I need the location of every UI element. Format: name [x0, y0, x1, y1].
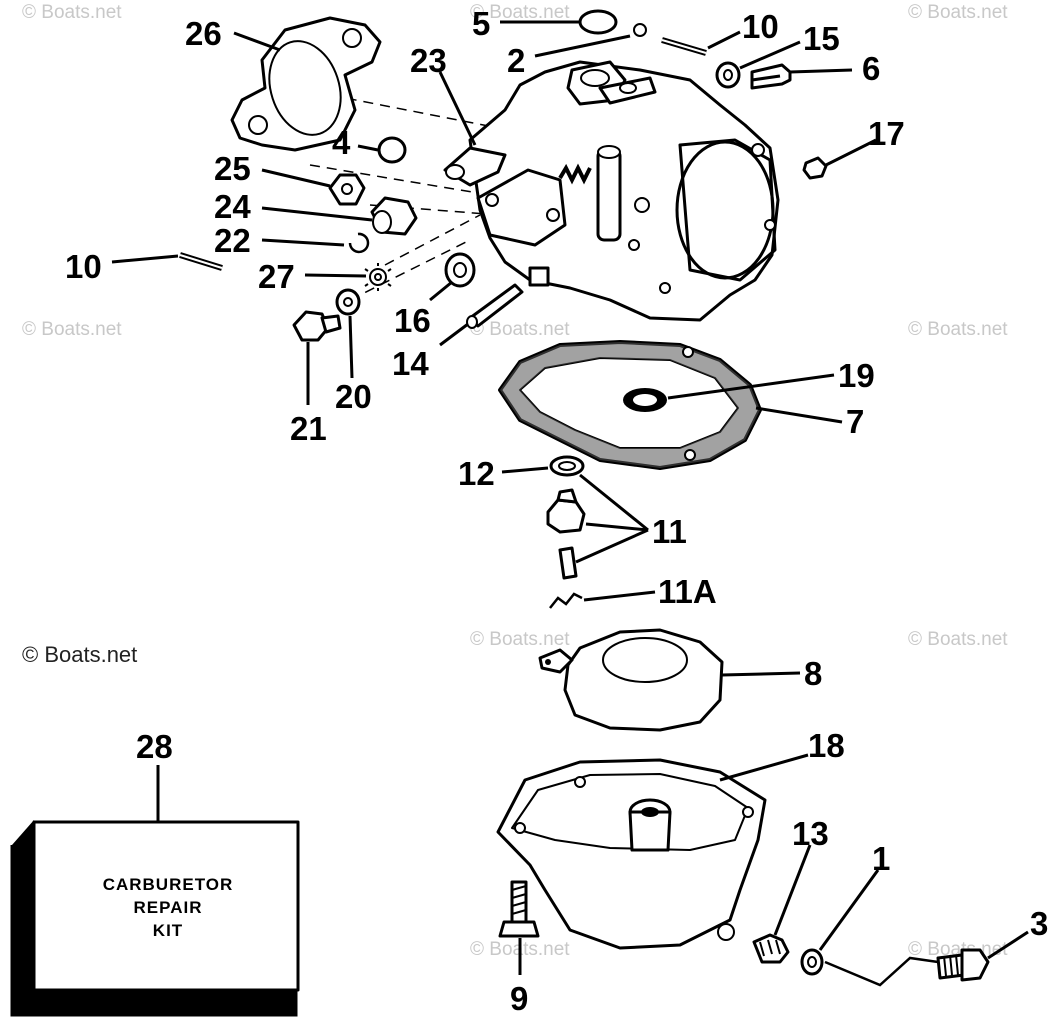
watermark: © Boats.net [22, 2, 122, 23]
part-25-nut [328, 173, 366, 206]
part-13-screw [752, 933, 790, 964]
part-11-needle-seat [546, 488, 586, 580]
part-2-ball [633, 23, 647, 37]
callout-11: 11 [652, 513, 687, 550]
callout-19: 19 [838, 357, 875, 394]
callout-25: 25 [214, 150, 251, 187]
part-11a-clip [549, 592, 583, 609]
watermark: © Boats.net [908, 319, 1008, 340]
part-10-pin-left [179, 252, 223, 271]
kit-line-1: CARBURETOR [103, 875, 234, 894]
part-23-arm [443, 146, 507, 187]
callout-8: 8 [804, 655, 822, 692]
connector-1-3 [824, 956, 939, 987]
part-14-screw [466, 283, 524, 329]
part-8-float [538, 628, 724, 732]
part-26-gasket [230, 16, 382, 152]
callout-18: 18 [808, 727, 845, 764]
part-16-washer [444, 252, 476, 288]
part-20-washer [335, 288, 361, 316]
watermark: © Boats.net [470, 319, 570, 340]
part-22-clip [348, 232, 370, 254]
callout-5: 5 [472, 5, 490, 42]
callout-1: 1 [872, 840, 890, 877]
callout-21: 21 [290, 410, 327, 447]
leader-lines [111, 20, 1029, 975]
callout-26: 26 [185, 15, 222, 52]
part-18-float-bowl [496, 758, 767, 950]
part-24-bushing [370, 196, 418, 236]
part-4-plug [377, 136, 407, 164]
callout-27: 27 [258, 258, 295, 295]
part-21-screw [292, 310, 342, 342]
callout-22: 22 [214, 222, 251, 259]
kit-line-3: KIT [153, 921, 183, 940]
watermark: © Boats.net [470, 2, 570, 23]
callout-11a: 11A [658, 573, 717, 610]
kit-line-2: REPAIR [134, 898, 203, 917]
callout-4: 4 [332, 124, 351, 161]
part-10-pin-top [661, 37, 707, 56]
part-9-screw [498, 880, 540, 938]
callout-10-top: 10 [742, 8, 779, 45]
part-23-carburetor-body [468, 60, 780, 322]
callout-24: 24 [214, 188, 251, 225]
part-5-plug [578, 9, 618, 35]
callout-20: 20 [335, 378, 372, 415]
part-17-screw [802, 156, 828, 180]
callout-labels: 26 5 2 10 15 6 23 4 17 25 24 22 10 27 16… [65, 5, 1048, 1017]
part-1-washer [800, 948, 824, 976]
watermark: © Boats.net [908, 2, 1008, 23]
callout-6: 6 [862, 50, 880, 87]
part-28-repair-kit: CARBURETOR REPAIR KIT [10, 820, 300, 1017]
watermark-main: © Boats.net [22, 642, 137, 667]
callout-9: 9 [510, 980, 528, 1017]
part-3-bolt [936, 948, 990, 982]
callout-12: 12 [458, 455, 495, 492]
part-15-washer [715, 61, 741, 89]
callout-28: 28 [136, 728, 173, 765]
callout-16: 16 [394, 302, 431, 339]
part-12-oring [549, 455, 585, 477]
callout-17: 17 [868, 115, 905, 152]
callout-10-left: 10 [65, 248, 102, 285]
callout-14: 14 [392, 345, 429, 382]
callout-23: 23 [410, 42, 447, 79]
callout-2: 2 [507, 42, 525, 79]
callout-13: 13 [792, 815, 829, 852]
watermark: © Boats.net [470, 629, 570, 650]
watermark: © Boats.net [22, 319, 122, 340]
part-19-seal [623, 388, 667, 412]
callout-3: 3 [1030, 905, 1048, 942]
callout-15: 15 [803, 20, 840, 57]
callout-7: 7 [846, 403, 864, 440]
part-6-needle-screw [750, 63, 792, 90]
watermark: © Boats.net [908, 629, 1008, 650]
part-27-star-washer [364, 263, 392, 291]
